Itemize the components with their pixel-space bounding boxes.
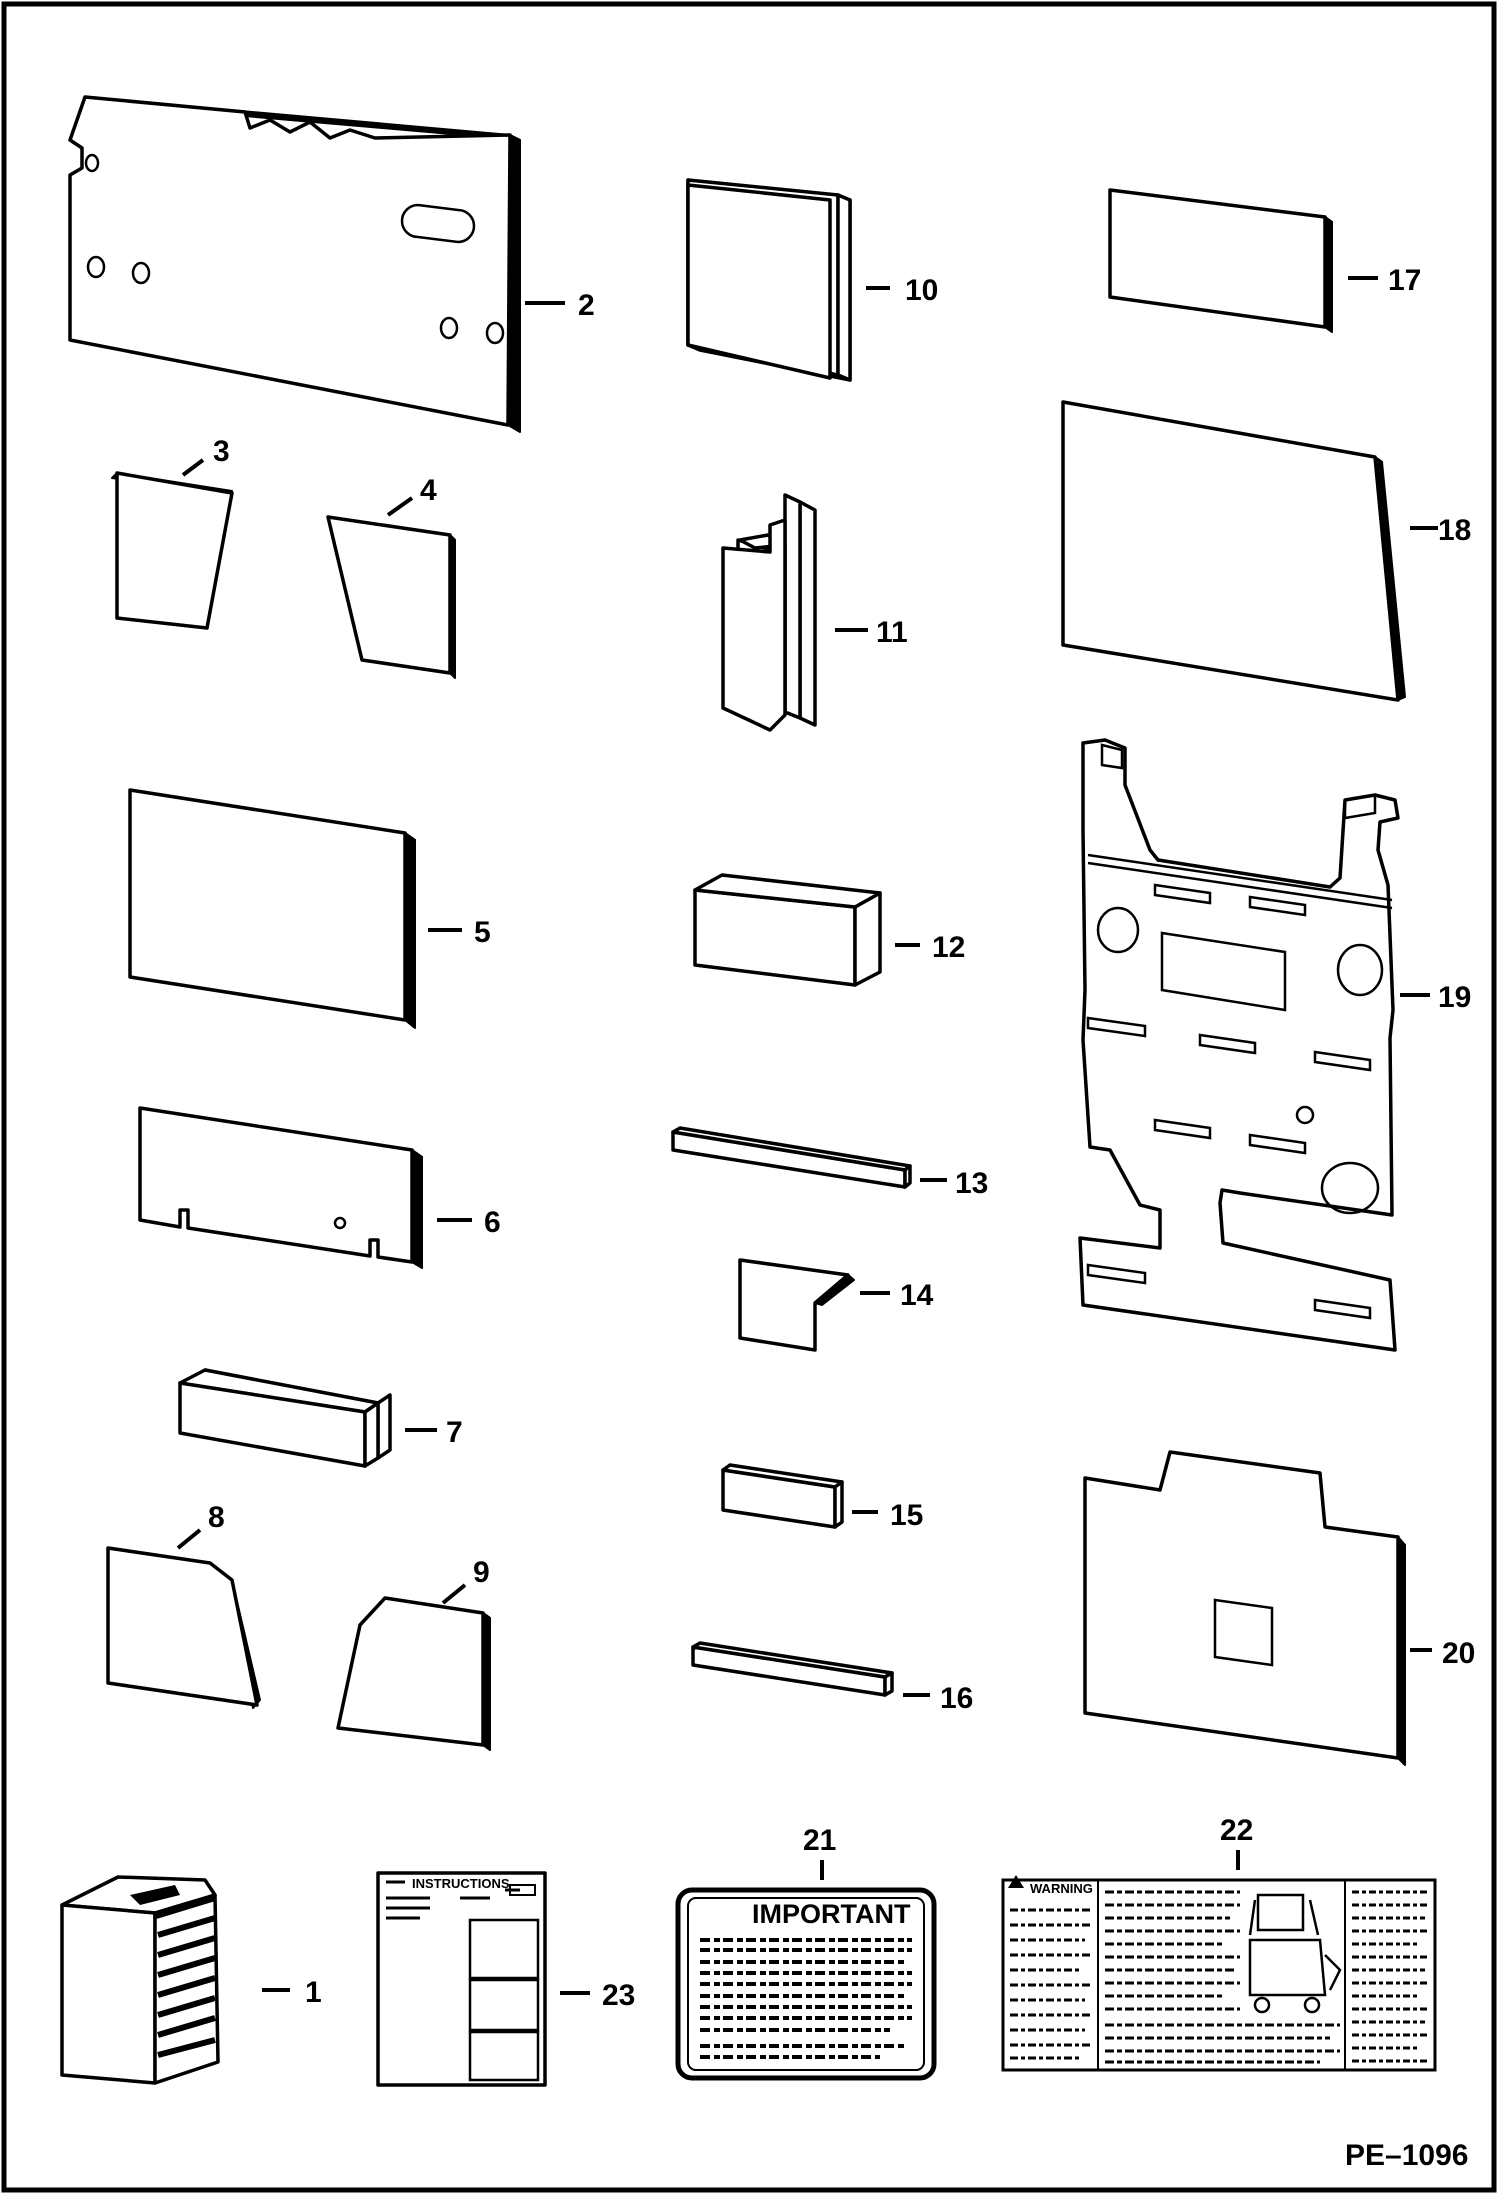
callout-23: 23: [602, 1979, 635, 2012]
instructions-sheet-header: INSTRUCTIONS: [412, 1876, 510, 1891]
part-18: [1061, 400, 1406, 702]
callout-3: 3: [213, 435, 230, 468]
part-10: [686, 178, 852, 382]
callout-5: 5: [474, 916, 491, 949]
part-5: [128, 788, 416, 1029]
decal-important-fine-print: [700, 1938, 912, 2059]
decal-warning-badge: WARNING: [1030, 1881, 1093, 1896]
part-13: [671, 1126, 912, 1189]
callout-10: 10: [905, 274, 938, 307]
part-9: [336, 1596, 491, 1751]
callout-19: 19: [1438, 981, 1471, 1014]
part-19: [1078, 738, 1400, 1352]
callout-6: 6: [484, 1206, 501, 1239]
callout-18: 18: [1438, 514, 1471, 547]
callout-12: 12: [932, 931, 965, 964]
part-1: [60, 1875, 220, 2085]
callout-13: 13: [955, 1167, 988, 1200]
part-12: [693, 873, 882, 987]
reference-number: PE–1096: [1345, 2139, 1468, 2172]
callout-21: 21: [803, 1824, 836, 1857]
callout-8: 8: [208, 1501, 225, 1534]
part-2: [68, 95, 521, 433]
part-3: [111, 471, 234, 630]
callout-11: 11: [876, 616, 908, 649]
decal-important-title: IMPORTANT: [752, 1899, 911, 1929]
part-6: [138, 1106, 423, 1269]
callout-9: 9: [473, 1556, 490, 1589]
callout-17: 17: [1388, 264, 1421, 297]
part-16: [691, 1641, 894, 1697]
decal-warning-machine-sketch: [1248, 1893, 1342, 2014]
decal-warning-fine-print: [1010, 1890, 1430, 2064]
part-17: [1108, 188, 1333, 333]
warning-triangle-icon: [1008, 1875, 1024, 1888]
callout-4: 4: [420, 474, 437, 507]
callout-2: 2: [578, 289, 595, 322]
part-20: [1083, 1450, 1406, 1766]
part-11: [721, 493, 817, 732]
callout-22: 22: [1220, 1814, 1253, 1847]
part-7: [178, 1368, 392, 1468]
decal-warning: WARNING: [1001, 1875, 1437, 2072]
callout-16: 16: [940, 1682, 973, 1715]
part-14: [738, 1258, 855, 1352]
part-15: [721, 1463, 844, 1529]
callout-20: 20: [1442, 1637, 1475, 1670]
part-4: [326, 515, 456, 679]
callout-7: 7: [446, 1416, 463, 1449]
callout-15: 15: [890, 1499, 923, 1532]
part-8: [106, 1546, 261, 1709]
callout-14: 14: [900, 1279, 934, 1312]
callout-1: 1: [305, 1976, 322, 2009]
part-23: INSTRUCTIONS: [376, 1871, 547, 2087]
decal-important: IMPORTANT: [675, 1887, 937, 2081]
